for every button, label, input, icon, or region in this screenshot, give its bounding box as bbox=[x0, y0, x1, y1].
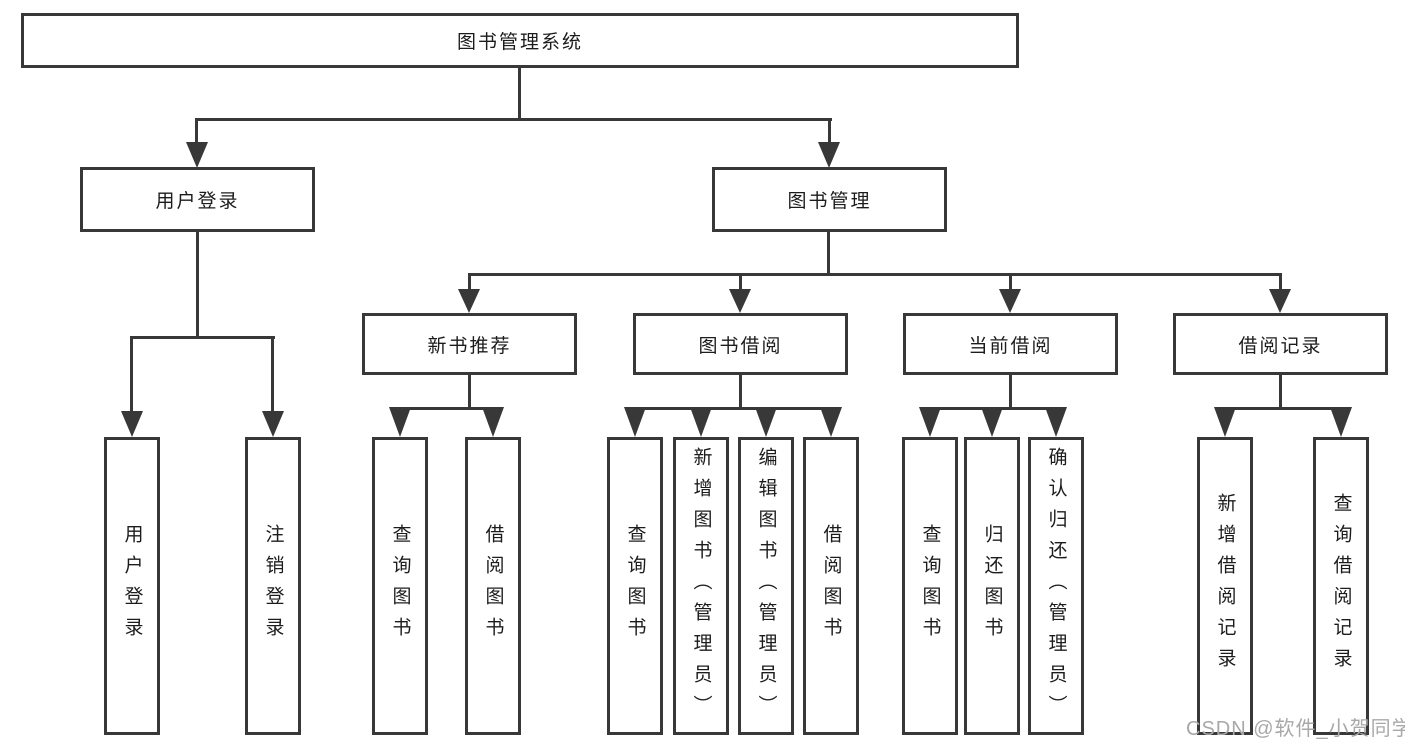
leaf-add-borrow-record: 新增借阅记录 bbox=[1197, 437, 1253, 735]
node-label: 确认归还（管理员） bbox=[1045, 446, 1067, 726]
arrowhead-down-icon bbox=[482, 407, 504, 437]
connector-current-vertical bbox=[1009, 375, 1012, 407]
connector-borrowing-vertical bbox=[739, 375, 742, 407]
connector-records-horizontal bbox=[1224, 407, 1343, 410]
leaf-user-login: 用户登录 bbox=[104, 437, 160, 735]
node-label: 图书管理系统 bbox=[456, 32, 583, 53]
node-label: 借阅图书 bbox=[820, 524, 842, 648]
leaf-confirm-return-admin: 确认归还（管理员） bbox=[1028, 437, 1084, 735]
connector-records-vertical bbox=[1279, 375, 1282, 407]
node-label: 当前借阅 bbox=[968, 335, 1053, 357]
leaf-borrow-books-borrowing: 借阅图书 bbox=[803, 437, 859, 735]
node-book-borrowing: 图书借阅 bbox=[633, 313, 848, 375]
connector-userlogin-vertical bbox=[196, 232, 199, 336]
leaf-add-books-admin: 新增图书（管理员） bbox=[673, 437, 729, 735]
arrowhead-down-icon bbox=[919, 407, 941, 437]
connector-root-vertical bbox=[518, 68, 521, 120]
node-label: 图书借阅 bbox=[698, 335, 783, 357]
node-label: 用户登录 bbox=[155, 191, 240, 212]
leaf-logout-login: 注销登录 bbox=[245, 437, 301, 735]
connector-stem bbox=[739, 273, 742, 293]
leaf-edit-books-admin: 编辑图书（管理员） bbox=[738, 437, 794, 735]
connector-stem bbox=[130, 336, 133, 413]
node-new-book-recommendation: 新书推荐 bbox=[362, 313, 577, 375]
arrowhead-down-icon bbox=[1214, 407, 1236, 437]
node-user-login: 用户登录 bbox=[80, 167, 315, 232]
node-label: 查询图书 bbox=[389, 524, 411, 648]
node-borrowing-records: 借阅记录 bbox=[1173, 313, 1388, 375]
connector-stem bbox=[195, 118, 198, 144]
connector-bookmgmt-vertical bbox=[827, 232, 830, 273]
node-label: 归还图书 bbox=[981, 524, 1003, 648]
arrowhead-down-icon bbox=[186, 142, 208, 168]
csdn-watermark: CSDN @软件_小贺同学 bbox=[1186, 718, 1405, 740]
leaf-borrow-books-recommend: 借阅图书 bbox=[465, 437, 521, 735]
node-label: 新书推荐 bbox=[427, 335, 512, 357]
arrowhead-down-icon bbox=[1269, 289, 1291, 313]
connector-stem bbox=[1279, 273, 1282, 293]
node-current-borrowing: 当前借阅 bbox=[903, 313, 1118, 375]
node-label: 注销登录 bbox=[262, 524, 284, 648]
node-label: 图书管理 bbox=[787, 191, 872, 212]
node-label: 查询图书 bbox=[919, 524, 941, 648]
node-library-management-system: 图书管理系统 bbox=[21, 13, 1019, 68]
arrowhead-down-icon bbox=[458, 289, 480, 313]
arrowhead-down-icon bbox=[820, 407, 842, 437]
arrowhead-down-icon bbox=[690, 407, 712, 437]
arrowhead-down-icon bbox=[999, 289, 1021, 313]
arrowhead-down-icon bbox=[755, 407, 777, 437]
arrowhead-down-icon bbox=[981, 407, 1003, 437]
connector-stem bbox=[468, 273, 471, 293]
node-label: 新增图书（管理员） bbox=[690, 446, 712, 726]
node-label: 用户登录 bbox=[121, 524, 143, 648]
node-book-management: 图书管理 bbox=[712, 167, 947, 232]
arrowhead-down-icon bbox=[389, 407, 411, 437]
arrowhead-down-icon bbox=[624, 407, 646, 437]
connector-recommend-vertical bbox=[468, 375, 471, 407]
arrowhead-down-icon bbox=[121, 411, 143, 437]
node-label: 借阅图书 bbox=[482, 524, 504, 648]
connector-borrowing-horizontal bbox=[634, 407, 833, 410]
arrowhead-down-icon bbox=[262, 411, 284, 437]
arrowhead-down-icon bbox=[818, 142, 840, 168]
node-label: 借阅记录 bbox=[1238, 335, 1323, 357]
leaf-query-books-current: 查询图书 bbox=[902, 437, 958, 735]
arrowhead-down-icon bbox=[1045, 407, 1067, 437]
leaf-return-books: 归还图书 bbox=[964, 437, 1020, 735]
connector-stem bbox=[828, 118, 831, 144]
leaf-query-books-borrowing: 查询图书 bbox=[607, 437, 663, 735]
connector-recommend-horizontal bbox=[399, 407, 495, 410]
connector-root-horizontal bbox=[195, 118, 832, 121]
arrowhead-down-icon bbox=[1330, 407, 1352, 437]
connector-stem bbox=[271, 336, 274, 413]
arrowhead-down-icon bbox=[729, 289, 751, 313]
node-label: 查询借阅记录 bbox=[1330, 493, 1352, 679]
node-label: 查询图书 bbox=[624, 524, 646, 648]
connector-userlogin-horizontal bbox=[130, 336, 275, 339]
connector-bookmgmt-horizontal bbox=[468, 273, 1282, 276]
node-label: 编辑图书（管理员） bbox=[755, 446, 777, 726]
connector-stem bbox=[1009, 273, 1012, 293]
leaf-query-borrow-record: 查询借阅记录 bbox=[1313, 437, 1369, 735]
node-label: 新增借阅记录 bbox=[1214, 493, 1236, 679]
leaf-query-books-recommend: 查询图书 bbox=[372, 437, 428, 735]
